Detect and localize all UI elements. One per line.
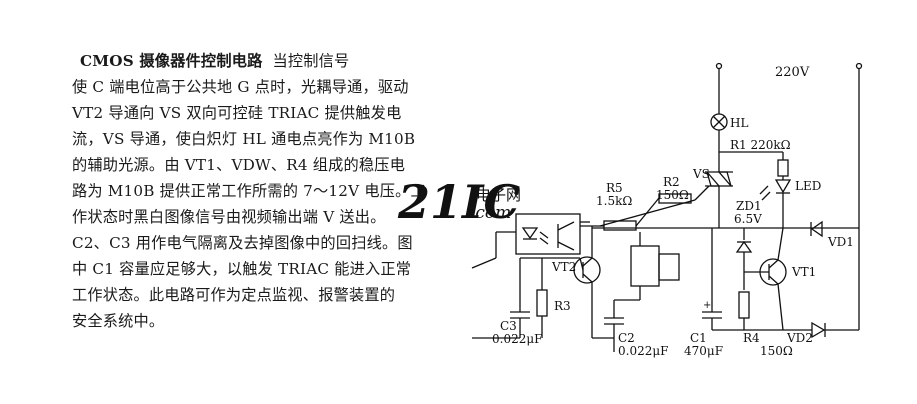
c2-value: 0.022μF	[618, 344, 668, 358]
article-line-1-text: 当控制信号	[272, 52, 350, 70]
led: LED	[759, 179, 821, 228]
watermark-dotcom: .com	[470, 203, 511, 223]
article-line-5: 的辅助光源。由 VT1、VDW、R4 组成的稳压电	[72, 156, 406, 174]
r5-name: R5	[606, 181, 623, 195]
zener-zd1: ZD1 6.5V	[734, 199, 762, 290]
vs-label: VS	[692, 167, 710, 181]
gate-rail: R5 1.5kΩ R2 150Ω	[580, 175, 696, 231]
r2-name: R2	[663, 175, 680, 189]
lamp-hl: HL	[710, 113, 748, 160]
zd1-value: 6.5V	[734, 212, 762, 226]
transistor-vt1: VT1	[744, 227, 816, 331]
article-line-11: 安全系统中。	[72, 312, 165, 330]
c3-name: C3	[500, 319, 517, 333]
led-label: LED	[795, 179, 821, 193]
article-line-9: 中 C1 容量应足够大，以触发 TRIAC 能进入正常	[72, 260, 412, 278]
article-line-7: 作状态时黑白图像信号由视频输出端 V 送出。	[72, 208, 386, 226]
supply-label: 220V	[775, 65, 810, 80]
vt2-label: VT2	[551, 260, 576, 274]
article-line-3: VT2 导通向 VS 双向可控硅 TRIAC 提供触发电	[72, 104, 402, 122]
article-line-4: 流，VS 导通，使白炽灯 HL 通电点亮作为 M10B	[72, 130, 416, 148]
bottom-rail: VD2	[592, 321, 859, 345]
c3-value: 0.022μF	[492, 332, 542, 346]
optocoupler	[496, 213, 590, 255]
r5-value: 1.5kΩ	[596, 194, 632, 208]
c1-name: C1	[690, 331, 707, 345]
resistor-r1: R1 220kΩ	[719, 138, 791, 180]
input-wires	[471, 232, 580, 339]
article-line-2: 使 C 端电位高于公共地 G 点时，光耦导通，驱动	[72, 78, 409, 96]
transistor-vt2: VT2	[551, 226, 601, 338]
article-line-8: C2、C3 用作电气隔离及去掉图像中的回扫线。图	[72, 234, 413, 252]
capacitor-c2: C2 0.022μF	[604, 300, 668, 358]
r2-value: 150Ω	[656, 188, 689, 202]
article-text: CMOS 摄像器件控制电路当控制信号 使 C 端电位高于公共地 G 点时，光耦导…	[72, 48, 426, 334]
capacitor-c1: + C1 470μF	[684, 228, 723, 358]
r4-value: 150Ω	[760, 344, 793, 358]
vd1-label: VD1	[827, 235, 854, 249]
article-title: CMOS 摄像器件控制电路	[80, 52, 263, 70]
resistor-r4: R4 150Ω	[738, 291, 793, 358]
watermark-cn: 电子网	[476, 186, 521, 204]
triac-vs: VS	[692, 160, 733, 228]
article-line-6: 路为 M10B 提供正常工作所需的 7～12V 电压。工	[72, 182, 426, 200]
watermark-logo: 21IC	[397, 175, 521, 229]
watermark: 21IC 电子网 .com	[397, 175, 521, 229]
article-line-1: CMOS 摄像器件控制电路当控制信号	[72, 48, 422, 74]
resistor-r3: R3	[536, 258, 571, 338]
r1-label: R1 220kΩ	[730, 138, 791, 152]
r3-label: R3	[554, 299, 571, 313]
vd2-label: VD2	[786, 331, 813, 345]
supply-terminals: 220V	[715, 62, 863, 330]
lamp-label: HL	[730, 116, 748, 130]
camera-module	[614, 232, 680, 301]
article-line-10: 工作状态。此电路可作为定点监视、报警装置的	[72, 286, 396, 304]
diode-vd1: VD1	[810, 220, 854, 249]
c1-plus: +	[703, 300, 711, 311]
zd1-name: ZD1	[736, 199, 762, 213]
c2-name: C2	[618, 331, 635, 345]
r4-name: R4	[743, 331, 760, 345]
c1-value: 470μF	[684, 344, 723, 358]
vt1-label: VT1	[791, 265, 816, 279]
